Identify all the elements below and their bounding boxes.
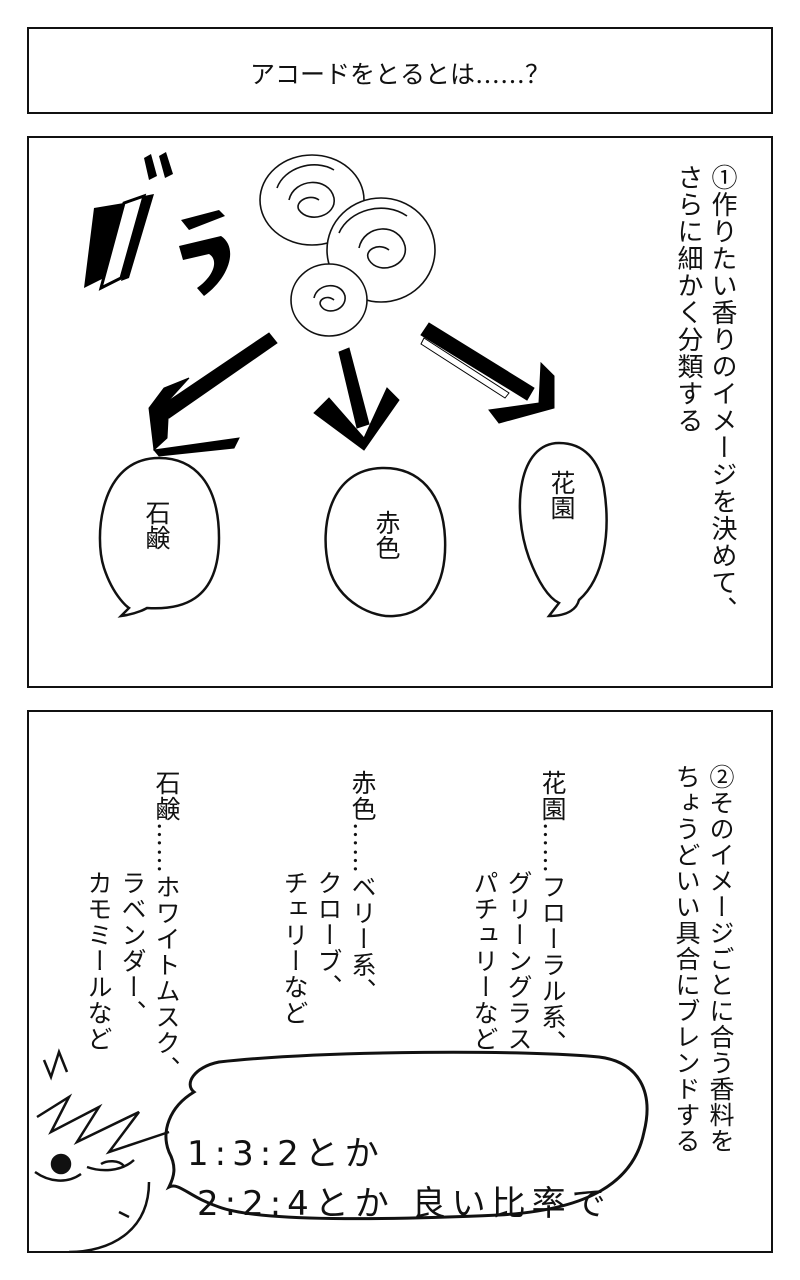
garden-ingredients: 花園……フローラル系、 グリーングラス、 パチュリーなど bbox=[467, 770, 569, 1078]
panel1-caption: ①作りたい香りのイメージを決めて、 さらに細かく分類する bbox=[671, 164, 739, 623]
speech-bubble bbox=[164, 1050, 649, 1221]
soap-line-2: ラベンダー、 bbox=[118, 870, 147, 1026]
bubble-label-red: 赤色 bbox=[372, 510, 401, 560]
speech-line-1: 1:3:2とか bbox=[187, 1134, 385, 1174]
panel1-caption-line2: さらに細かく分類する bbox=[673, 164, 703, 434]
soap-ingredients: 石鹸……ホワイトムスク、 ラベンダー、 カモミールなど bbox=[81, 770, 183, 1082]
panel1-caption-line1: ①作りたい香りのイメージを決めて、 bbox=[707, 164, 737, 623]
panel2-caption: ②そのイメージごとに合う香料を ちょうどいい具合にブレンドする bbox=[669, 764, 737, 1154]
soap-bubble bbox=[98, 456, 221, 618]
garden-line-1: 花園……フローラル系、 bbox=[538, 770, 567, 1056]
bubble-label-garden: 花園 bbox=[547, 470, 576, 520]
garden-line-2: グリーングラス、 bbox=[504, 870, 533, 1078]
red-bubble bbox=[324, 466, 447, 618]
garden-bubble bbox=[518, 441, 608, 618]
panel-1: 石鹸 赤色 花園 ①作りたい香りのイメージを決めて、 さらに細かく分類する bbox=[27, 136, 773, 688]
red-line-2: クローブ、 bbox=[314, 870, 343, 1000]
panel2-caption-line2: ちょうどいい具合にブレンドする bbox=[672, 764, 701, 1154]
sfx-bara-icon bbox=[84, 152, 231, 296]
page-title: アコードをとるとは……？ bbox=[249, 60, 550, 89]
arrow-down-icon bbox=[148, 322, 555, 457]
speech-line-2: 2:2:4とか 良い比率で bbox=[197, 1184, 612, 1224]
red-line-3: チェリーなど bbox=[280, 870, 309, 1026]
panel2-caption-line1: ②そのイメージごとに合う香料を bbox=[706, 764, 735, 1154]
garden-line-3: パチュリーなど bbox=[470, 870, 499, 1052]
panel-2: ②そのイメージごとに合う香料を ちょうどいい具合にブレンドする 花園……フローラ… bbox=[27, 710, 773, 1253]
panel1-artwork bbox=[84, 152, 608, 618]
character-face-icon bbox=[34, 1048, 170, 1251]
title-panel: アコードをとるとは……？ bbox=[27, 27, 773, 114]
panel2-artwork bbox=[34, 1048, 649, 1251]
bubble-label-soap: 石鹸 bbox=[142, 500, 171, 550]
red-line-1: 赤色……ベリー系、 bbox=[348, 770, 377, 1004]
rose-icon bbox=[259, 154, 436, 337]
soap-line-3: カモミールなど bbox=[84, 870, 113, 1052]
soap-line-1: 石鹸……ホワイトムスク、 bbox=[152, 770, 181, 1082]
red-ingredients: 赤色……ベリー系、 クローブ、 チェリーなど bbox=[277, 770, 379, 1026]
